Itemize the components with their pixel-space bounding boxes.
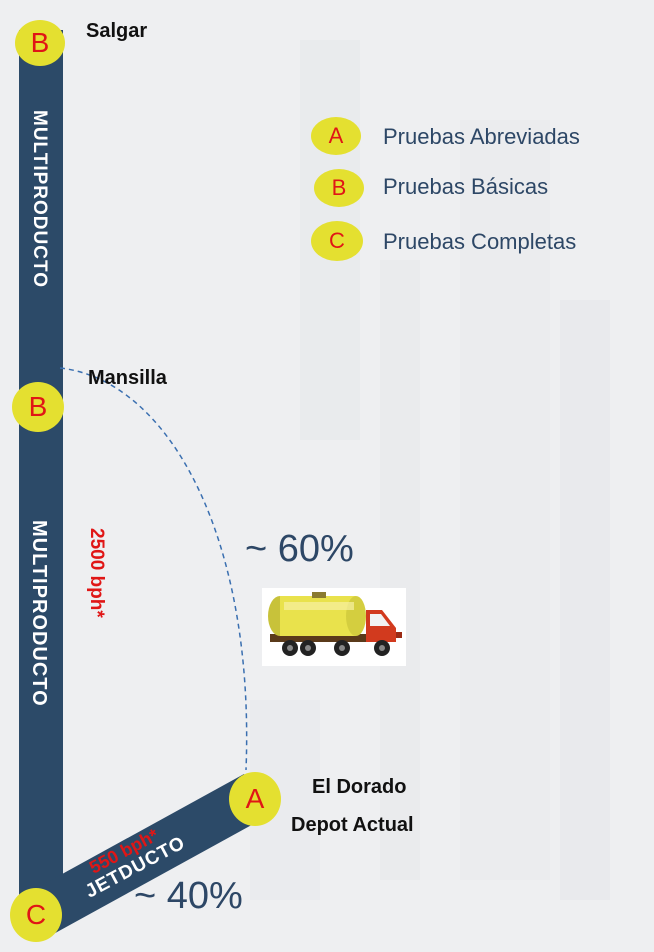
tanker-truck-icon — [262, 588, 406, 666]
node-mansilla-label: Mansilla — [88, 367, 167, 389]
node-el-dorado-label-line1: El Dorado — [312, 776, 407, 798]
truck-share-label: ~ 60% — [245, 528, 354, 570]
legend-label-c: Pruebas Completas — [383, 229, 577, 254]
node-salgar-label: Salgar — [86, 20, 148, 42]
node-bottom: C — [10, 888, 62, 942]
pipeline-lower-label: MULTIPRODUCTO — [28, 520, 50, 707]
pipeline-upper-label: MULTIPRODUCTO — [29, 110, 50, 289]
legend-label-b: Pruebas Básicas — [383, 174, 549, 199]
pipeline-vertical — [19, 30, 63, 920]
node-el-dorado: A — [229, 772, 281, 826]
legend-label-a: Pruebas Abreviadas — [383, 124, 580, 149]
legend-circle-b: B — [314, 169, 364, 207]
pipeline-share-label: ~ 40% — [134, 875, 243, 917]
node-mansilla: B — [12, 382, 64, 432]
legend-circle-a: A — [311, 117, 361, 155]
node-salgar: B — [15, 20, 65, 66]
multiproducto-rate-label: 2500 bph* — [86, 528, 107, 618]
legend-circle-c: C — [311, 221, 363, 261]
node-el-dorado-label-line2: Depot Actual — [291, 814, 414, 836]
